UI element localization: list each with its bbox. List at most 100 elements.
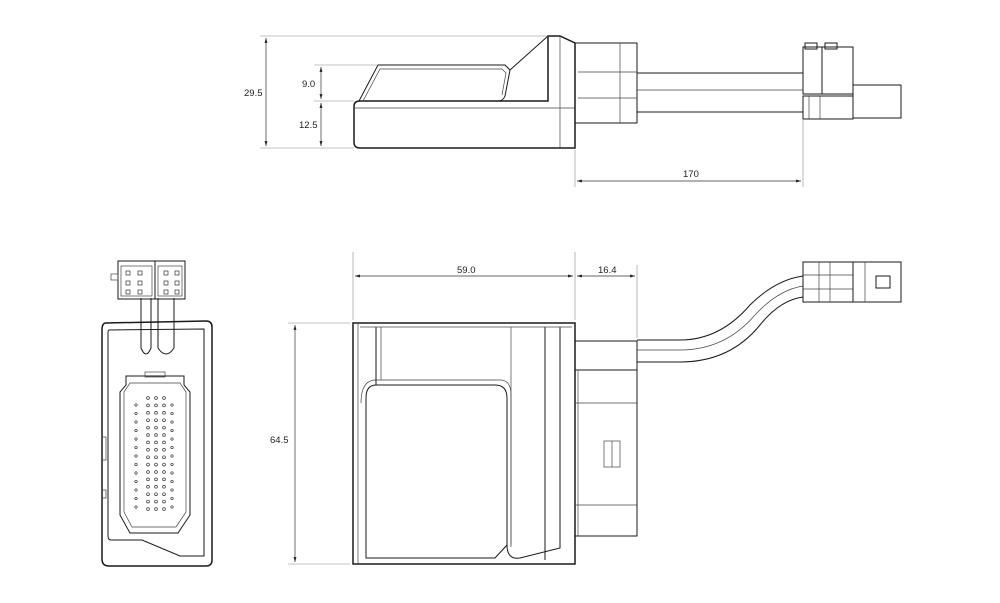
- obd-pin: [162, 396, 166, 400]
- obd-pin: [146, 411, 150, 415]
- obd-pin: [170, 505, 174, 509]
- obd-pin: [170, 496, 174, 501]
- obd-pin: [170, 471, 174, 475]
- dimension-body-depth-label: 64.5: [270, 435, 289, 446]
- connector-pin: [137, 270, 143, 276]
- obd-pin: [134, 479, 138, 484]
- obd-pin: [162, 470, 166, 474]
- obd-pin: [162, 499, 166, 504]
- plan-view-end-connector: [802, 261, 902, 303]
- obd-pin: [154, 418, 158, 422]
- obd-pin: [162, 455, 166, 459]
- obd-pin: [162, 403, 166, 408]
- connector-pin-grid: [125, 270, 180, 295]
- plan-view-obd-plug: [574, 340, 638, 537]
- obd-pin: [146, 425, 150, 430]
- obd-pin: [170, 437, 174, 441]
- dimension-total-height: 29.5: [244, 35, 548, 149]
- obd-pin: [154, 440, 158, 445]
- obd-pin: [162, 411, 166, 415]
- obd-pin: [162, 477, 166, 482]
- connector-pin: [163, 289, 169, 295]
- connector-pin: [137, 289, 143, 295]
- obd-pin: [146, 396, 150, 400]
- obd-pin: [134, 488, 138, 492]
- obd-pin: [162, 425, 166, 430]
- dimension-upper-height: 9.0: [302, 64, 378, 102]
- connector-pin: [125, 280, 131, 286]
- end-view-connector: [110, 260, 186, 300]
- obd-pin: [170, 420, 174, 424]
- obd-pin: [154, 462, 158, 467]
- obd-pin: [154, 477, 158, 482]
- obd-pin: [170, 411, 174, 416]
- obd-pin: [134, 496, 138, 501]
- obd-pin: [154, 470, 158, 474]
- obd-pin: [162, 418, 166, 422]
- end-view: [101, 260, 213, 567]
- dimension-upper-height-label: 9.0: [302, 79, 315, 90]
- dimension-plug-width: 16.4: [577, 265, 638, 338]
- obd-pin: [146, 485, 150, 489]
- dimension-total-height-label: 29.5: [244, 88, 263, 99]
- dimension-cable-length-label: 170: [683, 169, 699, 180]
- obd-pin: [162, 485, 166, 489]
- obd-pin: [134, 411, 138, 416]
- obd-pin: [154, 455, 158, 459]
- end-view-cables: [140, 298, 175, 355]
- obd-pin: [162, 433, 166, 437]
- obd-pin: [146, 440, 150, 445]
- dimension-lower-height-label: 12.5: [299, 120, 318, 131]
- obd-pin: [154, 396, 158, 400]
- obd-pin: [154, 499, 158, 504]
- obd-pin: [134, 445, 138, 450]
- obd-pin: [170, 454, 174, 458]
- obd-pin: [170, 462, 174, 467]
- side-view-end-connector: [802, 42, 902, 120]
- obd-pin: [146, 418, 150, 422]
- connector-pin: [125, 289, 131, 295]
- dimension-lower-height: 12.5: [299, 103, 323, 146]
- connector-pin: [125, 270, 131, 276]
- side-view-obd-plug: [574, 42, 638, 124]
- obd-pin: [134, 428, 138, 433]
- side-view-module-body: [353, 35, 576, 149]
- obd-pin: [146, 507, 150, 511]
- connector-pin: [174, 289, 180, 295]
- obd-pin: [162, 448, 166, 452]
- dimension-plug-width-label: 16.4: [598, 265, 617, 276]
- side-view: 29.5 9.0 12.5 170: [244, 35, 902, 187]
- obd-pin: [134, 505, 138, 509]
- plan-view-cable: [637, 275, 804, 363]
- obd-pin: [170, 488, 174, 492]
- obd-pin: [146, 455, 150, 459]
- obd-pin: [162, 507, 166, 511]
- end-view-obd-socket: [119, 371, 191, 534]
- obd-pin: [146, 470, 150, 474]
- connector-pin: [174, 270, 180, 276]
- obd-pin: [146, 462, 150, 467]
- connector-pin: [174, 280, 180, 286]
- end-view-housing: [101, 320, 213, 567]
- obd-pin: [162, 492, 166, 496]
- obd-pin-grid: [134, 396, 174, 511]
- obd-pin: [146, 448, 150, 452]
- obd-pin: [146, 499, 150, 504]
- connector-pin: [137, 280, 143, 286]
- dimension-body-width-label: 59.0: [457, 265, 476, 276]
- dimension-body-width: 59.0: [352, 252, 576, 320]
- connector-pin: [163, 280, 169, 286]
- obd-pin: [154, 448, 158, 452]
- obd-pin: [134, 471, 138, 475]
- obd-pin: [162, 462, 166, 467]
- obd-pin: [154, 403, 158, 408]
- obd-pin: [134, 454, 138, 458]
- obd-pin: [154, 411, 158, 415]
- obd-pin: [134, 462, 138, 467]
- obd-pin: [170, 428, 174, 433]
- obd-pin: [154, 492, 158, 496]
- connector-pin: [163, 270, 169, 276]
- obd-pin: [146, 403, 150, 408]
- obd-pin: [134, 437, 138, 441]
